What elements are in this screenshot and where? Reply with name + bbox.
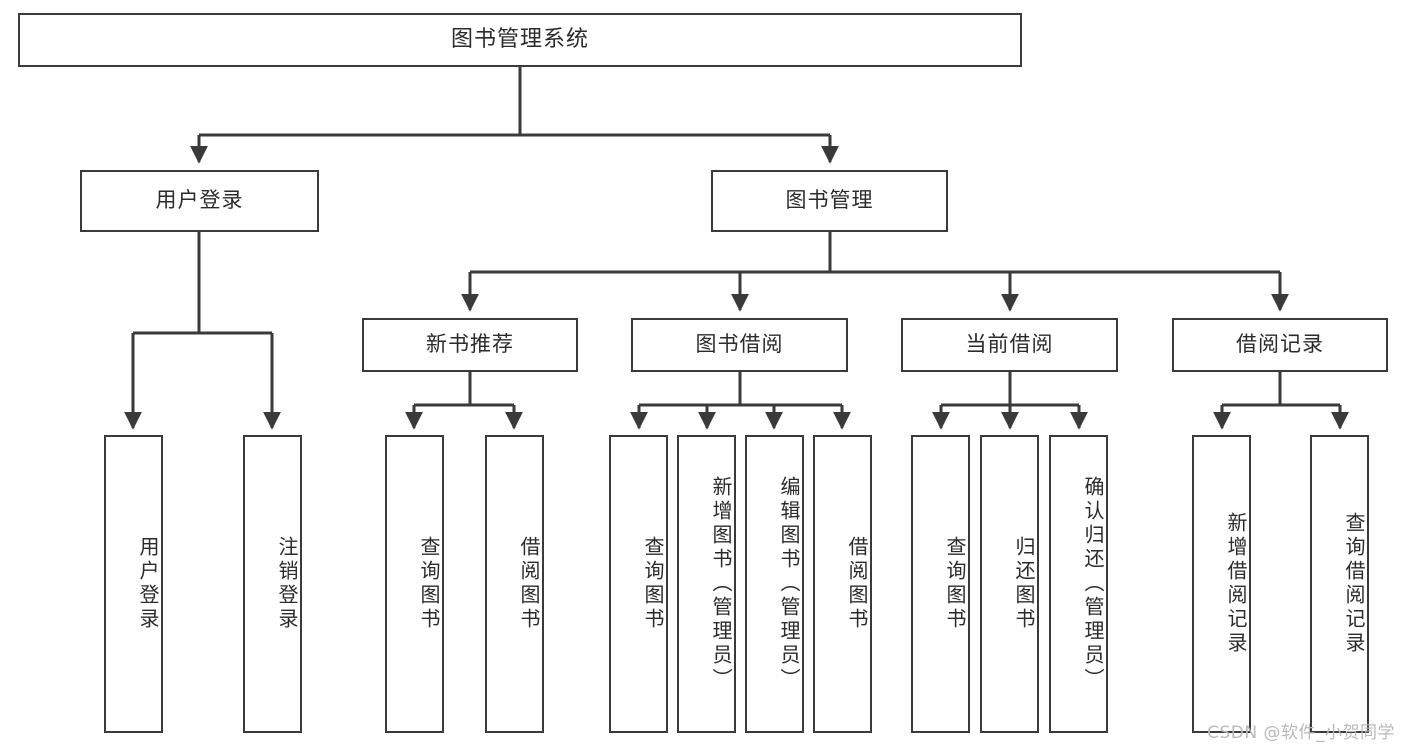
leaf-current-confirm-return[interactable]: 确认归还（管理员） [1049,435,1108,733]
leaf-user-logout[interactable]: 注销登录 [243,435,302,733]
node-label: 查询借阅记录 [1342,512,1366,656]
node-book-management[interactable]: 图书管理 [711,170,948,232]
node-label: 查询图书 [943,536,967,632]
node-label: 用户登录 [136,536,160,632]
node-label: 借阅图书 [845,536,869,632]
node-label: 新增借阅记录 [1224,512,1248,656]
node-label: 查询图书 [641,536,665,632]
node-label: 图书借阅 [695,332,784,357]
leaf-current-query-book[interactable]: 查询图书 [911,435,970,733]
node-user-login[interactable]: 用户登录 [80,170,319,232]
node-label: 确认归还（管理员） [1081,476,1105,692]
leaf-borrow-edit-book[interactable]: 编辑图书（管理员） [745,435,804,733]
node-new-book-recommend[interactable]: 新书推荐 [362,318,578,372]
node-label: 用户登录 [155,188,244,213]
node-label: 借阅图书 [517,536,541,632]
node-label: 图书管理 [785,188,874,213]
leaf-borrow-borrow-book[interactable]: 借阅图书 [813,435,872,733]
leaf-newbook-query-book[interactable]: 查询图书 [385,435,444,733]
leaf-record-add-record[interactable]: 新增借阅记录 [1192,435,1251,733]
node-label: 当前借阅 [965,332,1054,357]
node-label: 查询图书 [417,536,441,632]
node-label: 归还图书 [1012,536,1036,632]
node-label: 新书推荐 [426,332,514,357]
node-label: 借阅记录 [1236,332,1324,357]
leaf-current-return-book[interactable]: 归还图书 [980,435,1039,733]
leaf-record-query-record[interactable]: 查询借阅记录 [1310,435,1369,733]
node-label: 图书管理系统 [450,26,589,52]
leaf-borrow-add-book[interactable]: 新增图书（管理员） [677,435,736,733]
leaf-borrow-query-book[interactable]: 查询图书 [609,435,668,733]
leaf-user-login[interactable]: 用户登录 [104,435,163,733]
node-label: 注销登录 [275,536,299,632]
node-current-borrow[interactable]: 当前借阅 [901,318,1118,372]
node-label: 新增图书（管理员） [709,476,733,692]
node-book-borrow[interactable]: 图书借阅 [631,318,848,372]
leaf-newbook-borrow-book[interactable]: 借阅图书 [485,435,544,733]
node-label: 编辑图书（管理员） [777,476,801,692]
node-root-system[interactable]: 图书管理系统 [18,13,1022,67]
node-borrow-record[interactable]: 借阅记录 [1172,318,1388,372]
